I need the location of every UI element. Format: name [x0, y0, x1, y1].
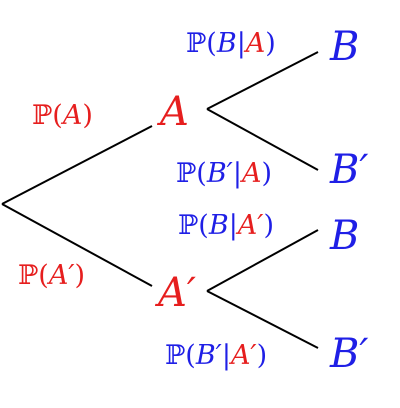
prob-B-given-A-label: ℙ(B|A) — [186, 30, 276, 57]
prob-B-prime-given-A-prime-label: ℙ(B′|A′) — [165, 342, 267, 369]
prob-B-given-A-event: B — [216, 28, 237, 59]
prob-A-prime-suffix: ) — [74, 260, 86, 291]
prob-Bp-given-A-prefix: ℙ( — [176, 158, 207, 189]
prob-Bp-given-A-bar: | — [232, 158, 242, 189]
prob-B-given-A-bar: | — [236, 28, 246, 59]
prob-A-prime-label: ℙ(A′) — [18, 262, 85, 289]
branch-A-to-B — [206, 51, 319, 110]
prob-A-label: ℙ(A) — [32, 102, 93, 129]
prob-A-prefix: ℙ( — [32, 100, 63, 131]
prob-A-prime-prefix: ℙ( — [18, 260, 49, 291]
prob-B-given-A-suffix: ) — [265, 28, 276, 59]
branch-A-prime-to-B — [206, 229, 319, 292]
prob-Bp-given-A-suffix: ) — [261, 158, 272, 189]
prob-B-prime-given-A-label: ℙ(B′|A) — [176, 160, 272, 187]
node-A: A — [160, 89, 189, 135]
prob-B-given-Ap-event: B — [208, 210, 229, 241]
prob-Bp-given-A-cond: A — [241, 158, 262, 189]
prob-B-given-A-cond: A — [245, 28, 266, 59]
node-B-upper: B — [330, 24, 360, 70]
prob-B-given-Ap-suffix: ) — [263, 210, 274, 241]
branch-A-prime-to-B-prime — [206, 290, 319, 349]
node-B-prime-lower: B′ — [330, 331, 369, 377]
prob-A-prime-event: A′ — [48, 260, 75, 291]
prob-Bp-given-Ap-prefix: ℙ( — [165, 340, 196, 371]
branch-root-to-A-prime — [1, 203, 153, 287]
prob-B-given-Ap-prefix: ℙ( — [178, 210, 209, 241]
node-B-lower: B — [330, 213, 360, 259]
prob-Bp-given-Ap-suffix: ) — [256, 340, 268, 371]
prob-Bp-given-A-event: B′ — [206, 158, 233, 189]
node-A-prime: A′ — [158, 270, 196, 316]
prob-B-given-Ap-bar: | — [228, 210, 238, 241]
branch-A-to-B-prime — [206, 108, 319, 171]
prob-B-given-A-prefix: ℙ( — [186, 28, 217, 59]
branch-root-to-A — [1, 125, 153, 205]
prob-B-given-Ap-cond: A′ — [237, 210, 264, 241]
prob-Bp-given-Ap-cond: A′ — [230, 340, 257, 371]
node-B-prime-upper: B′ — [330, 147, 369, 193]
prob-Bp-given-Ap-bar: | — [221, 340, 231, 371]
prob-Bp-given-Ap-event: B′ — [195, 340, 222, 371]
prob-B-given-A-prime-label: ℙ(B|A′) — [178, 212, 274, 239]
prob-A-suffix: ) — [82, 100, 93, 131]
prob-A-event: A — [62, 100, 83, 131]
